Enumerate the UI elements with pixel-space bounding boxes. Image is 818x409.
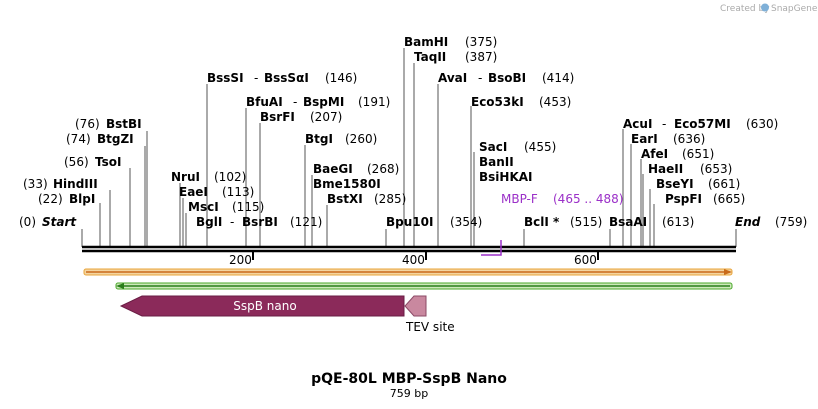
sspb-nano-feature[interactable] bbox=[119, 295, 405, 317]
site-eaei[interactable]: EaeI bbox=[179, 185, 208, 199]
site-haeii[interactable]: HaeII bbox=[648, 162, 683, 176]
site-pos-nrui: (102) bbox=[214, 170, 246, 184]
start-position: (0) bbox=[19, 215, 36, 229]
site-bgli[interactable]: BglI bbox=[196, 215, 222, 229]
site-banii[interactable]: BanII bbox=[479, 155, 514, 169]
site-bstxi[interactable]: BstXI bbox=[327, 192, 363, 206]
site-bsssi-dash: - bbox=[254, 71, 258, 85]
site-pos-blpi: (22) bbox=[38, 192, 63, 206]
site-acui[interactable]: AcuI bbox=[623, 117, 652, 131]
site-avai-dash: - bbox=[478, 71, 482, 85]
site-bme1580i[interactable]: Bme1580I bbox=[313, 177, 381, 191]
site-pos-haeii: (653) bbox=[700, 162, 732, 176]
cut-site-lines bbox=[81, 48, 737, 247]
map-length: 759 bp bbox=[390, 387, 428, 400]
site-pos-eari: (636) bbox=[673, 132, 705, 146]
ruler-tick-600: 600 bbox=[574, 253, 597, 267]
ruler bbox=[252, 251, 599, 260]
tev-site-label: TEV site bbox=[405, 320, 455, 334]
site-pos-bstxi: (285) bbox=[374, 192, 406, 206]
site-pos-bseyi: (661) bbox=[708, 177, 740, 191]
site-pos-bamhi: (375) bbox=[465, 35, 497, 49]
site-pos-bsrbi: (121) bbox=[290, 215, 322, 229]
site-pos-eaei: (113) bbox=[222, 185, 254, 199]
site-taqii[interactable]: TaqII bbox=[414, 50, 446, 64]
end-label: End bbox=[735, 215, 761, 229]
orange-feature-arrowhead-icon bbox=[724, 269, 732, 275]
site-pos-tsoi: (56) bbox=[64, 155, 89, 169]
site-msci[interactable]: MscI bbox=[188, 200, 219, 214]
site-pos-afei: (651) bbox=[682, 147, 714, 161]
green-feature-arrowhead-icon bbox=[116, 283, 124, 289]
map-title: pQE-80L MBP-SspB Nano bbox=[311, 371, 507, 387]
site-pos-btgi: (260) bbox=[345, 132, 377, 146]
site-pos-pspfi: (665) bbox=[713, 192, 745, 206]
site-pos-bstbi: (76) bbox=[75, 117, 100, 131]
site-pos-msci: (115) bbox=[232, 200, 264, 214]
site-pos-btgzi: (74) bbox=[66, 132, 91, 146]
site-saci[interactable]: SacI bbox=[479, 140, 507, 154]
site-bsobi[interactable]: BsoBI bbox=[488, 71, 526, 85]
site-afei[interactable]: AfeI bbox=[641, 147, 668, 161]
site-blpi[interactable]: BlpI bbox=[69, 192, 95, 206]
site-pos-eco53ki: (453) bbox=[539, 95, 571, 109]
tev-site-feature[interactable] bbox=[404, 295, 427, 317]
site-bgli-dash: - bbox=[230, 215, 234, 229]
site-pos-bsobi: (414) bbox=[542, 71, 574, 85]
site-pos-bpu10i: (354) bbox=[450, 215, 482, 229]
site-pos-bspmi: (191) bbox=[358, 95, 390, 109]
site-bsrbi[interactable]: BsrBI bbox=[242, 215, 278, 229]
ruler-tick-200: 200 bbox=[229, 253, 252, 267]
site-bpu10i[interactable]: Bpu10I bbox=[386, 215, 433, 229]
site-bcli[interactable]: BclI * bbox=[524, 215, 560, 229]
site-bsssi[interactable]: BssSI bbox=[207, 71, 244, 85]
primer-mbp-f-range: (465 .. 488) bbox=[553, 192, 623, 206]
start-label: Start bbox=[42, 215, 77, 229]
site-pos-saci: (455) bbox=[524, 140, 556, 154]
credit-brand: SnapGene bbox=[771, 4, 818, 14]
site-bseyi[interactable]: BseYI bbox=[656, 177, 694, 191]
site-pos-bsssai: (146) bbox=[325, 71, 357, 85]
site-bfuai-dash: - bbox=[293, 95, 297, 109]
ruler-tick-400: 400 bbox=[402, 253, 425, 267]
site-bsrfi[interactable]: BsrFI bbox=[260, 110, 295, 124]
site-bamhi[interactable]: BamHI bbox=[404, 35, 448, 49]
sspb-nano-label: SspB nano bbox=[233, 299, 296, 313]
site-acui-dash: - bbox=[662, 117, 666, 131]
credit-text: Created by bbox=[720, 4, 770, 14]
site-avai[interactable]: AvaI bbox=[438, 71, 467, 85]
site-eari[interactable]: EarI bbox=[631, 132, 658, 146]
site-pos-bsrfi: (207) bbox=[310, 110, 342, 124]
site-hindiii[interactable]: HindIII bbox=[53, 177, 98, 191]
primer-mbp-f-label[interactable]: MBP-F bbox=[501, 192, 538, 206]
site-bstbi[interactable]: BstBI bbox=[106, 117, 142, 131]
site-bfuai[interactable]: BfuAI bbox=[246, 95, 283, 109]
site-pos-bcli: (515) bbox=[570, 215, 602, 229]
snapgene-logo-icon bbox=[761, 3, 769, 12]
site-nrui[interactable]: NruI bbox=[171, 170, 200, 184]
site-eco57mi[interactable]: Eco57MI bbox=[674, 117, 731, 131]
site-pos-hindiii: (33) bbox=[23, 177, 48, 191]
site-btgzi[interactable]: BtgZI bbox=[97, 132, 134, 146]
site-eco53ki[interactable]: Eco53kI bbox=[471, 95, 524, 109]
site-baegi[interactable]: BaeGI bbox=[313, 162, 353, 176]
site-bspmi[interactable]: BspMI bbox=[303, 95, 344, 109]
site-btgi[interactable]: BtgI bbox=[305, 132, 333, 146]
site-bsaai[interactable]: BsaAI bbox=[609, 215, 647, 229]
primer-mbp-f-arrow[interactable] bbox=[481, 240, 502, 256]
site-pos-baegi: (268) bbox=[367, 162, 399, 176]
end-position: (759) bbox=[775, 215, 807, 229]
site-bsssai[interactable]: BssSαI bbox=[264, 71, 309, 85]
site-tsoi[interactable]: TsoI bbox=[95, 155, 121, 169]
site-bsihkai[interactable]: BsiHKAI bbox=[479, 170, 533, 184]
site-pos-bsaai: (613) bbox=[662, 215, 694, 229]
site-pspfi[interactable]: PspFI bbox=[665, 192, 702, 206]
site-pos-eco57mi: (630) bbox=[746, 117, 778, 131]
site-pos-taqii: (387) bbox=[465, 50, 497, 64]
